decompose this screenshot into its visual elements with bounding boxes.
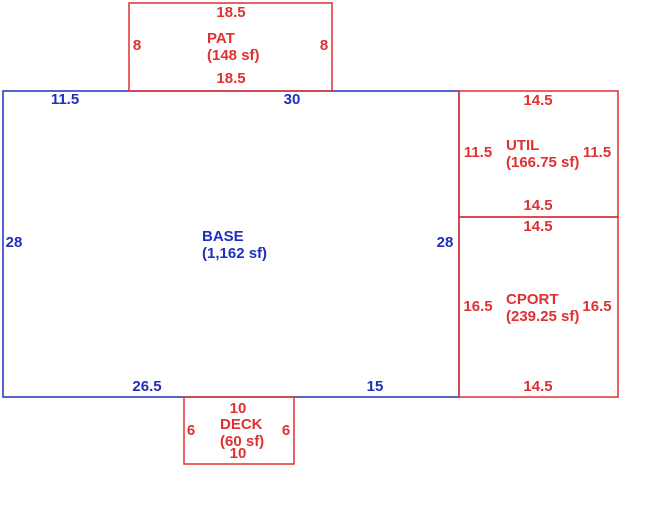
util-area-value: (166.75 sf) [506, 154, 579, 171]
base-dim-top-right: 30 [284, 91, 301, 108]
deck-dim-right: 6 [282, 422, 290, 439]
util-label: UTIL [506, 137, 539, 154]
base-dim-left: 28 [6, 234, 23, 251]
deck-area-value: (60 sf) [220, 433, 264, 450]
base-dim-bottom-right: 15 [367, 378, 384, 395]
pat-area-value: (148 sf) [207, 47, 260, 64]
cport-dim-right: 16.5 [582, 298, 611, 315]
cport-dim-bottom: 14.5 [523, 378, 552, 395]
cport-dim-top: 14.5 [523, 218, 552, 235]
pat-dim-left: 8 [133, 37, 141, 54]
pat-dim-bottom: 18.5 [216, 70, 245, 87]
deck-dim-left: 6 [187, 422, 195, 439]
base-area-value: (1,162 sf) [202, 245, 267, 262]
util-dim-left: 11.5 [464, 144, 492, 161]
deck-dim-top: 10 [230, 400, 247, 417]
cport-area: 14.5 14.5 16.5 16.5 CPORT (239.25 sf) [458, 216, 619, 398]
deck-dim-bottom: 10 [230, 445, 247, 462]
base-area: 11.5 30 28 28 26.5 15 BASE (1,162 sf) [2, 90, 460, 398]
cport-outline [458, 216, 619, 398]
util-dim-top: 14.5 [523, 92, 552, 109]
util-area: 14.5 14.5 11.5 11.5 UTIL (166.75 sf) [458, 90, 619, 218]
base-dim-top-left: 11.5 [51, 91, 79, 108]
cport-label: CPORT [506, 291, 559, 308]
base-label: BASE [202, 228, 244, 245]
pat-dim-right: 8 [320, 37, 328, 54]
pat-label: PAT [207, 30, 235, 47]
util-dim-bottom: 14.5 [523, 197, 552, 214]
cport-area-value: (239.25 sf) [506, 308, 579, 325]
deck-outline [183, 396, 295, 465]
pat-dim-top: 18.5 [216, 4, 245, 21]
util-dim-right: 11.5 [583, 144, 611, 161]
cport-dim-left: 16.5 [463, 298, 492, 315]
deck-label: DECK [220, 416, 263, 433]
pat-outline [128, 2, 333, 92]
base-dim-right: 28 [437, 234, 454, 251]
deck-area: 10 10 6 6 DECK (60 sf) [183, 396, 295, 465]
pat-area: 18.5 18.5 8 8 PAT (148 sf) [128, 2, 333, 92]
base-dim-bottom-left: 26.5 [132, 378, 161, 395]
